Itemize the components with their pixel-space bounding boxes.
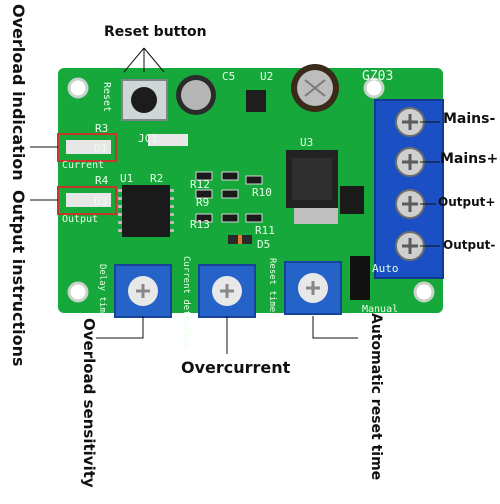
label-automatic-reset-time: Automatic reset time — [368, 313, 384, 481]
label-mains-minus: Mains- — [443, 111, 496, 127]
silk-u2: U2 — [260, 70, 273, 83]
silk-auto: Auto — [372, 262, 399, 275]
label-output-minus: Output- — [443, 238, 496, 252]
mount-hole — [67, 281, 89, 303]
jumper-auto-manual — [350, 256, 370, 300]
silk-r12: R12 — [190, 178, 210, 191]
silk-u1: U1 — [120, 172, 133, 185]
silk-current: Current — [62, 160, 104, 171]
silk-r4: R4 — [95, 174, 109, 187]
callout-lines — [30, 47, 440, 354]
diode-d-block — [340, 186, 364, 214]
label-output-instructions: Output instructions — [9, 190, 28, 367]
terminal-screws — [395, 107, 425, 261]
chip-u1 — [122, 185, 170, 237]
label-mains-plus: Mains+ — [440, 151, 499, 167]
pot-reset — [284, 261, 342, 315]
pcb-board — [58, 68, 443, 313]
pot-delay — [114, 264, 172, 318]
label-overload-indication: Overload indication — [9, 4, 28, 181]
silk-reset: Reset — [101, 82, 112, 112]
silk-r10: R10 — [252, 186, 272, 199]
led-d3 — [66, 193, 111, 207]
silk-board-id: GZ03 — [362, 69, 393, 84]
reset-button-cap — [131, 87, 157, 113]
silk-output: Output — [62, 214, 98, 225]
label-output-plus: Output+ — [438, 195, 496, 209]
pot-current — [198, 264, 256, 318]
silk-r3: R3 — [95, 122, 108, 135]
label-reset-button: Reset button — [104, 24, 207, 40]
mount-hole — [67, 77, 89, 99]
header-jc1 — [148, 134, 188, 146]
silk-d3: D3 — [94, 195, 107, 208]
label-overload-sensitivity: Overload sensitivity — [80, 318, 98, 488]
mount-hole — [363, 77, 385, 99]
silk-u3: U3 — [300, 136, 313, 149]
silk-d1: D1 — [94, 142, 107, 155]
silk-jc1: JC1 — [138, 132, 158, 145]
silk-c5: C5 — [222, 70, 235, 83]
silk-r2: R2 — [150, 172, 163, 185]
silk-d5: D5 — [257, 238, 270, 251]
silk-delay-time: Delay time — [97, 264, 107, 318]
silk-current-detection: Current detection — [181, 256, 191, 348]
silk-r9: R9 — [196, 196, 209, 209]
label-overcurrent: Overcurrent — [181, 358, 291, 377]
silk-reset-time: Reset time — [267, 258, 277, 312]
led-d1 — [66, 140, 111, 154]
mount-hole — [413, 281, 435, 303]
silk-manual: Manual — [362, 304, 398, 315]
silk-r13: R13 — [190, 218, 210, 231]
silk-r11: R11 — [255, 224, 275, 237]
regulator-u2 — [246, 90, 266, 112]
